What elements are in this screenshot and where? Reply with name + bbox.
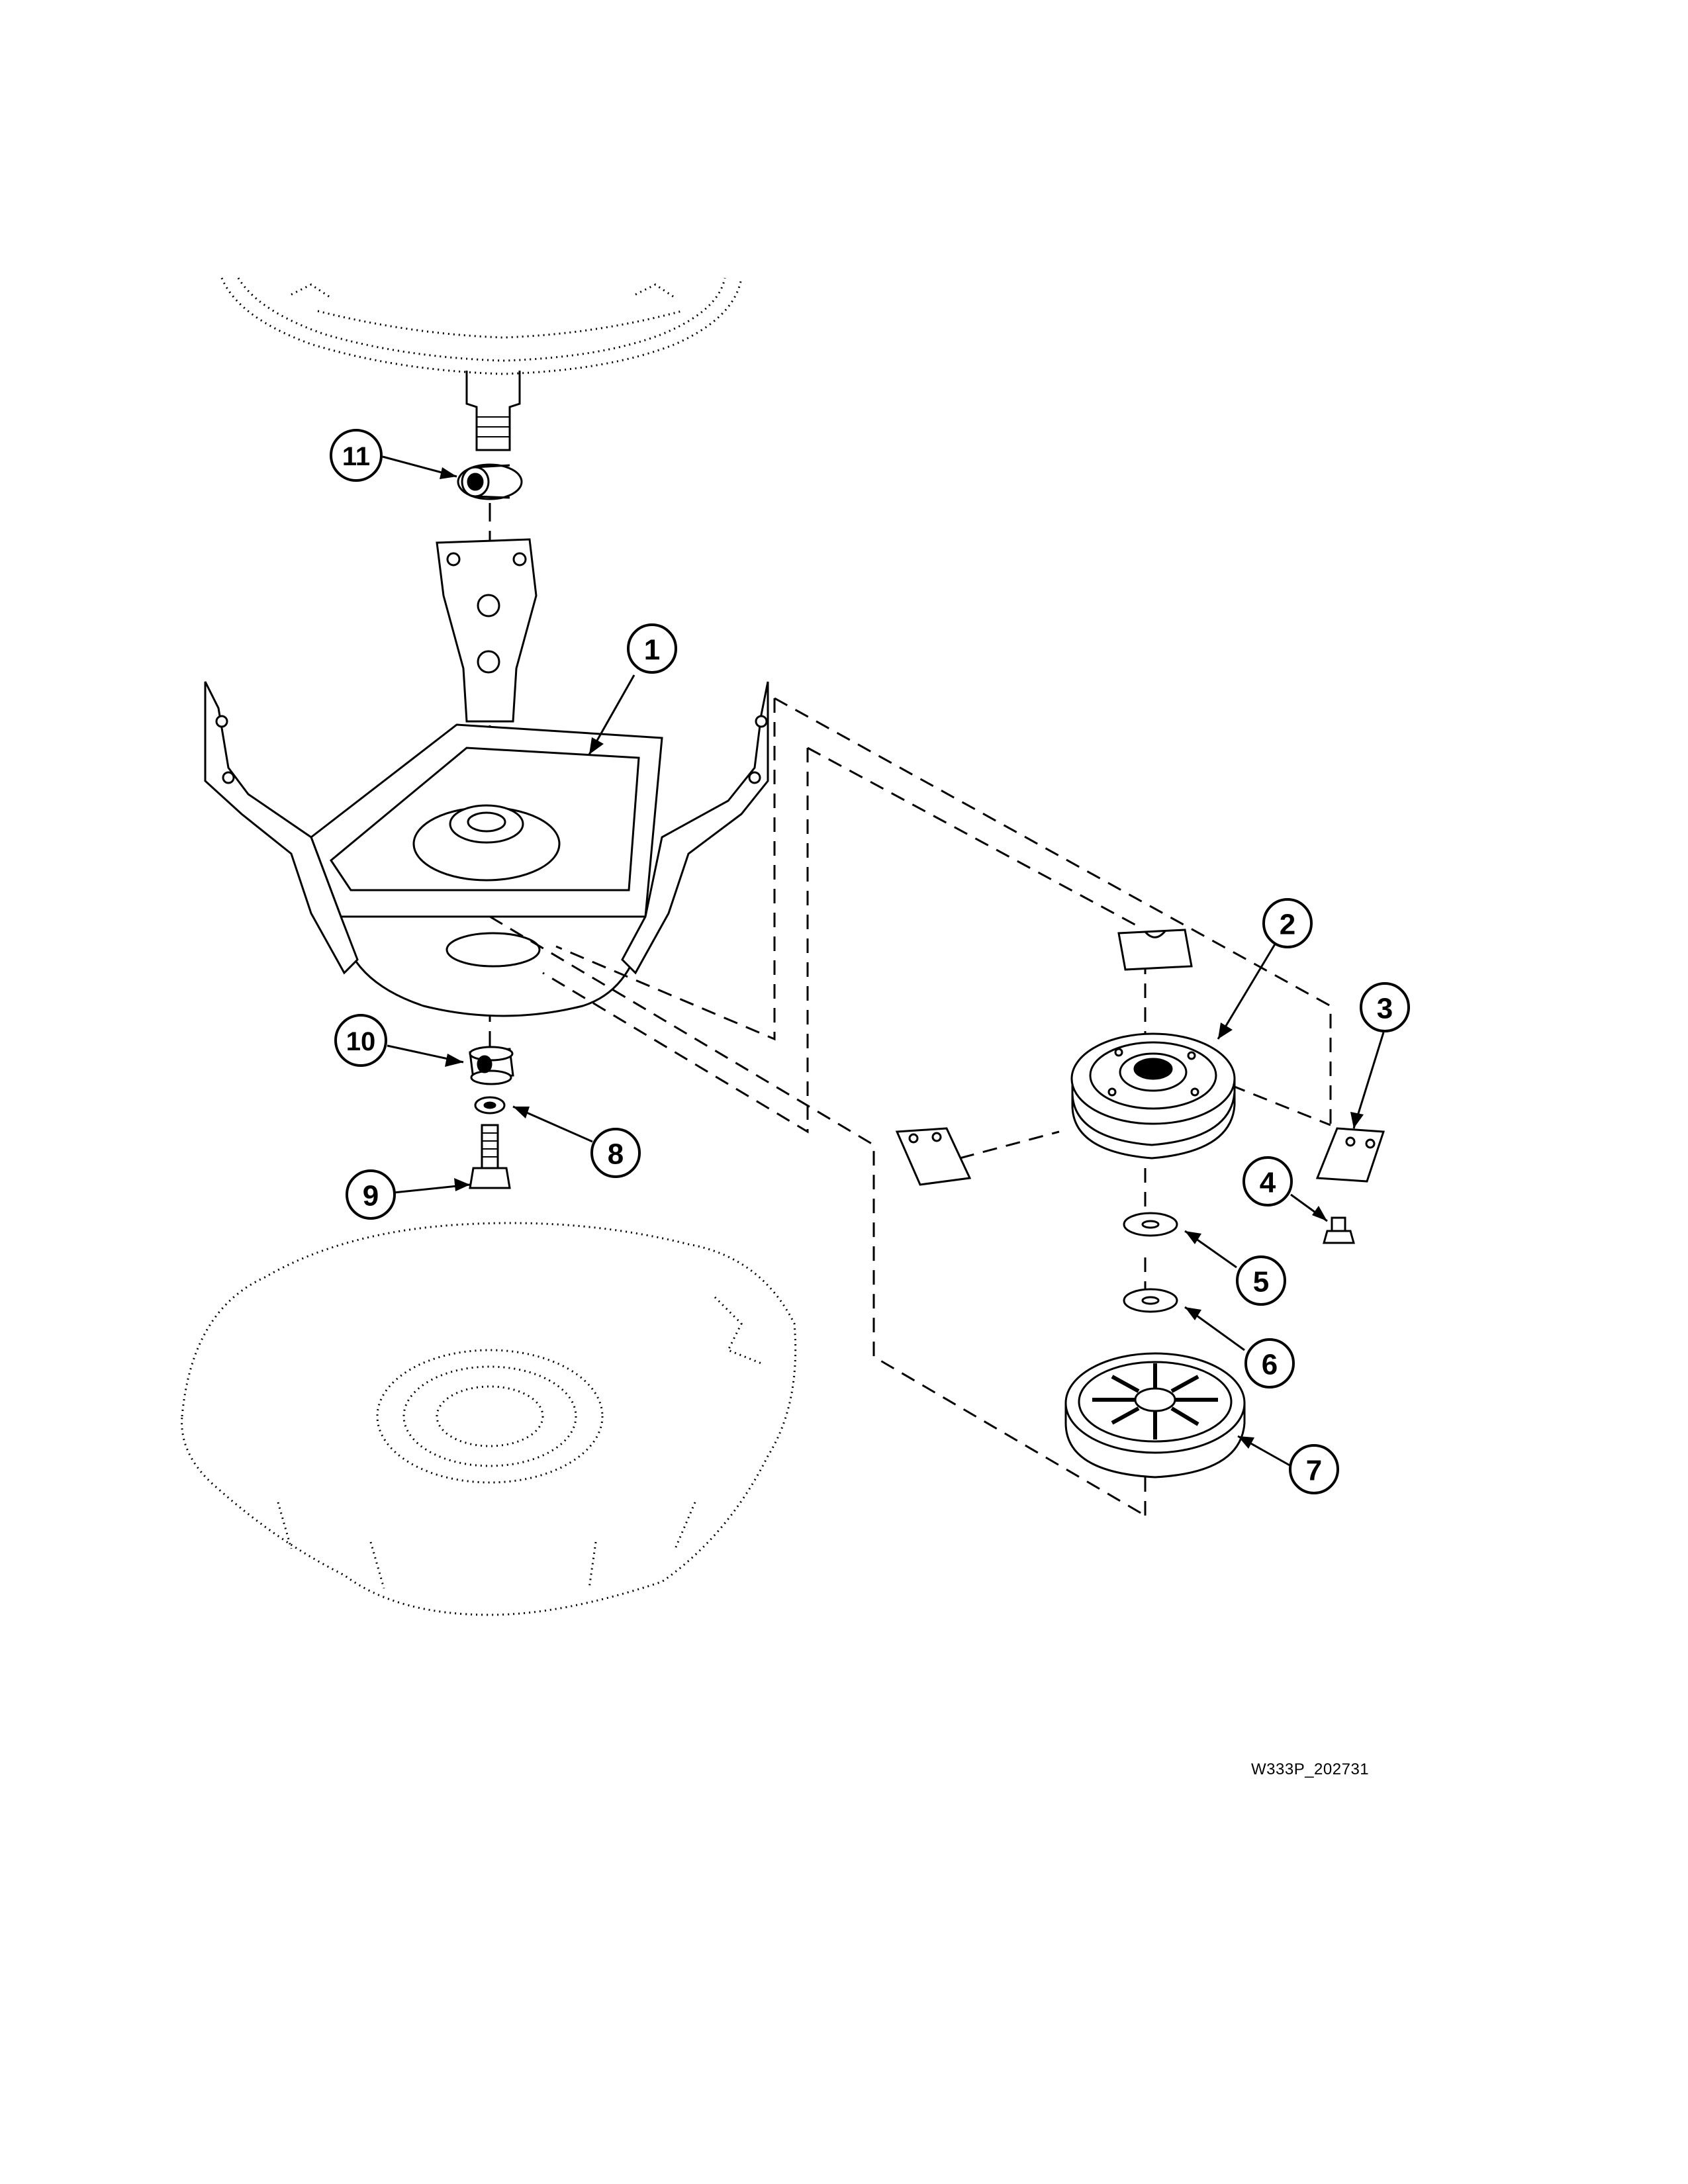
callout-2-circle <box>1262 898 1313 948</box>
idler-pulley <box>1070 1032 1236 1160</box>
outer-tub-outline <box>220 277 743 375</box>
bolt-9 <box>469 1124 511 1189</box>
callout-9: 9 <box>363 1180 379 1212</box>
callout-1-circle <box>627 623 677 674</box>
cabinet-base-outline <box>181 1222 797 1616</box>
pad-top <box>1117 929 1193 971</box>
callout-10: 10 <box>346 1027 376 1056</box>
drawing-code: W333P_202731 <box>1251 1760 1370 1778</box>
callout-9-circle <box>346 1169 396 1220</box>
washer-6 <box>1123 1288 1178 1313</box>
callout-4: 4 <box>1260 1167 1276 1199</box>
callout-10-circle <box>334 1014 387 1067</box>
callout-6: 6 <box>1262 1349 1278 1381</box>
assembly-lines <box>489 697 1332 1517</box>
bearing <box>457 463 523 500</box>
callout-11: 11 <box>342 442 370 471</box>
mount-bracket <box>204 538 769 1017</box>
callout-11-circle <box>330 429 383 482</box>
washer-5 <box>1123 1212 1178 1237</box>
callout-3-circle <box>1360 982 1410 1032</box>
drive-pulley <box>1064 1352 1246 1479</box>
callout-8-circle <box>590 1128 641 1178</box>
leader-arrowheads <box>440 467 1364 1449</box>
callout-2: 2 <box>1280 909 1295 941</box>
spacer <box>469 1046 514 1085</box>
callout-7: 7 <box>1306 1455 1322 1487</box>
pad-right <box>1315 1127 1385 1183</box>
callout-5: 5 <box>1253 1266 1269 1298</box>
callout-5-circle <box>1236 1255 1286 1306</box>
washer-8 <box>474 1096 506 1115</box>
callout-3: 3 <box>1377 993 1393 1025</box>
pad-left <box>895 1127 972 1186</box>
screw <box>1323 1216 1355 1244</box>
callout-1: 1 <box>644 634 660 666</box>
callout-7-circle <box>1289 1444 1339 1494</box>
callout-labels: 1 2 3 4 5 6 7 8 9 10 11 <box>342 442 1393 1487</box>
callouts <box>330 429 1410 1494</box>
tub-stud <box>465 371 521 451</box>
callout-4-circle <box>1243 1156 1293 1206</box>
callout-6-circle <box>1244 1338 1295 1388</box>
callout-8: 8 <box>608 1138 624 1171</box>
